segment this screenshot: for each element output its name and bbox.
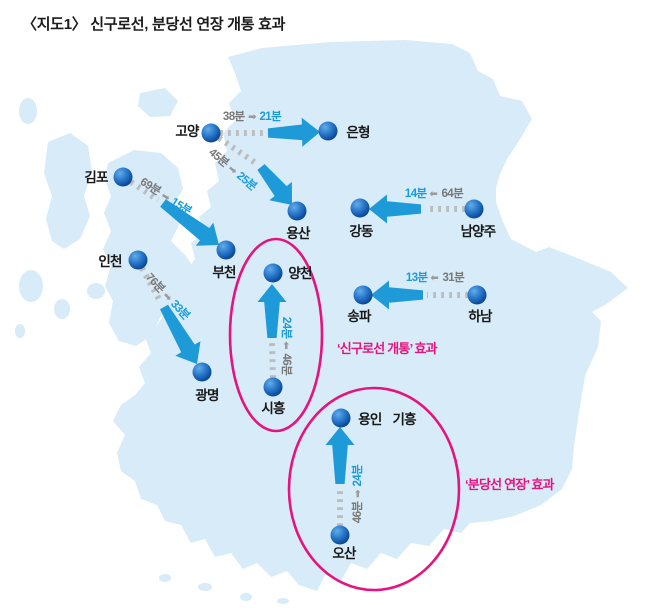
time-label-hanam-songpa: 13분 ➡ 31분 xyxy=(405,269,465,285)
city-label-yongin-giheung: 용인 기흥 xyxy=(358,412,416,427)
arrow-shape xyxy=(257,164,292,205)
city-label-incheon: 인천 xyxy=(98,254,122,269)
effect-label-singuro: ‘신구로선 개통’ 효과 xyxy=(337,341,438,356)
arrow-left-icon: ➡ xyxy=(430,189,438,200)
page-title: 〈지도1〉 신구로선, 분당선 연장 개통 효과 xyxy=(22,16,286,33)
old-time: 46분 xyxy=(280,353,292,376)
dot-songpa xyxy=(353,285,373,305)
city-label-yongsan: 용산 xyxy=(286,226,310,241)
dot-gimpo xyxy=(113,167,133,187)
dot-yongin-giheung xyxy=(331,408,351,428)
highlight-ellipses xyxy=(228,237,461,592)
city-label-eunhyeong: 은형 xyxy=(346,125,370,140)
arrow-shape xyxy=(369,194,421,224)
dot-siheung xyxy=(263,377,283,397)
new-time: 24분 xyxy=(280,316,292,339)
time-label-siheung-yangcheon: 24분 ➡ 46분 xyxy=(279,317,295,375)
city-label-gangdong: 강동 xyxy=(349,224,373,239)
old-time: 38분 xyxy=(222,111,245,123)
arrow-right-icon: ➡ xyxy=(353,490,364,498)
arrow-shape xyxy=(371,280,423,310)
effect-label-bundang: ‘분당선 연장’ 효과 xyxy=(465,477,554,492)
arrow-shape xyxy=(257,284,287,338)
city-label-songpa: 송파 xyxy=(347,309,371,324)
city-label-namyangju: 남양주 xyxy=(460,224,497,239)
new-time: 21분 xyxy=(259,111,282,123)
city-label-hanam: 하남 xyxy=(468,309,492,324)
time-label-namyangju-gangdong: 14분 ➡ 64분 xyxy=(404,185,464,201)
dashed-track-lines xyxy=(129,130,468,526)
dot-gangdong xyxy=(350,198,370,218)
old-time: 31분 xyxy=(442,272,465,284)
arrow-left-icon: ➡ xyxy=(431,273,439,284)
landmass xyxy=(15,40,628,604)
dot-hanam xyxy=(467,285,487,305)
dot-yongsan xyxy=(287,201,307,221)
arrow-shape xyxy=(267,117,320,147)
time-label-goyang-eunhyeong: 38분 ➡ 21분 xyxy=(222,108,282,124)
city-label-osan: 오산 xyxy=(332,546,356,561)
city-label-bucheon: 부천 xyxy=(212,265,236,280)
old-time: 64분 xyxy=(441,188,464,200)
city-label-siheung: 시흥 xyxy=(261,401,285,416)
city-label-gwangmyeong: 광명 xyxy=(195,388,219,403)
new-time: 14분 xyxy=(404,188,427,200)
dot-gwangmyeong xyxy=(192,362,212,382)
dot-bucheon xyxy=(216,240,236,260)
arrow-left-icon: ➡ xyxy=(280,342,291,350)
arrow-right-icon: ➡ xyxy=(248,112,256,123)
time-label-osan-yongin: 46분 ➡ 24분 xyxy=(349,465,365,523)
dot-yangcheon xyxy=(263,263,283,283)
singuro-ellipse xyxy=(228,237,324,433)
dot-goyang xyxy=(201,123,221,143)
dot-osan xyxy=(330,525,350,545)
city-label-yangcheon: 양천 xyxy=(288,266,312,281)
dot-eunhyeong xyxy=(318,121,338,141)
city-label-goyang: 고양 xyxy=(175,124,199,139)
arrow-shape xyxy=(325,427,355,484)
old-time: 46분 xyxy=(352,501,364,524)
arrow-shape xyxy=(160,199,219,246)
dot-incheon xyxy=(128,250,148,270)
bundang-ellipse xyxy=(287,386,461,592)
new-time: 13분 xyxy=(405,272,428,284)
arrow-shape xyxy=(160,304,201,364)
dot-namyangju xyxy=(464,199,484,219)
new-time: 24분 xyxy=(352,464,364,487)
travel-arrows xyxy=(160,117,423,484)
city-label-gimpo: 김포 xyxy=(84,170,108,185)
